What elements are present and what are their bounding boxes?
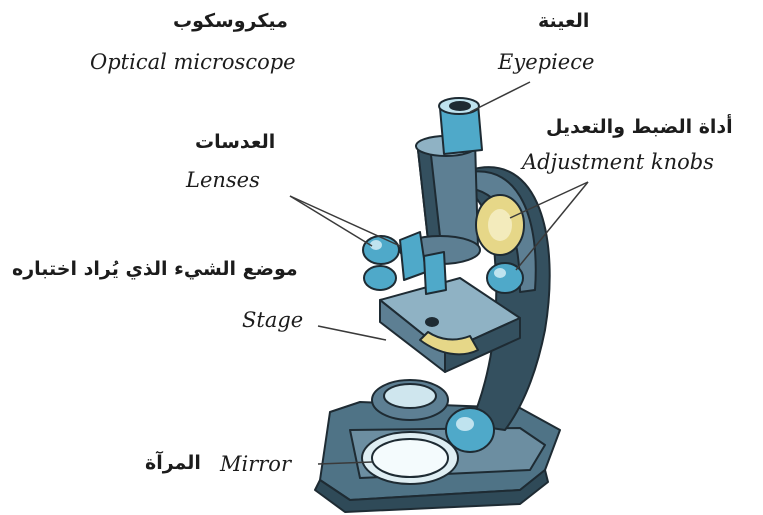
stage-leader — [318, 326, 386, 340]
adjustment-knobs — [476, 195, 524, 293]
lenses-leader-left — [290, 196, 372, 246]
eyepiece — [439, 98, 482, 154]
lenses-leader-right — [290, 196, 400, 246]
eyepiece-leader — [470, 82, 530, 112]
